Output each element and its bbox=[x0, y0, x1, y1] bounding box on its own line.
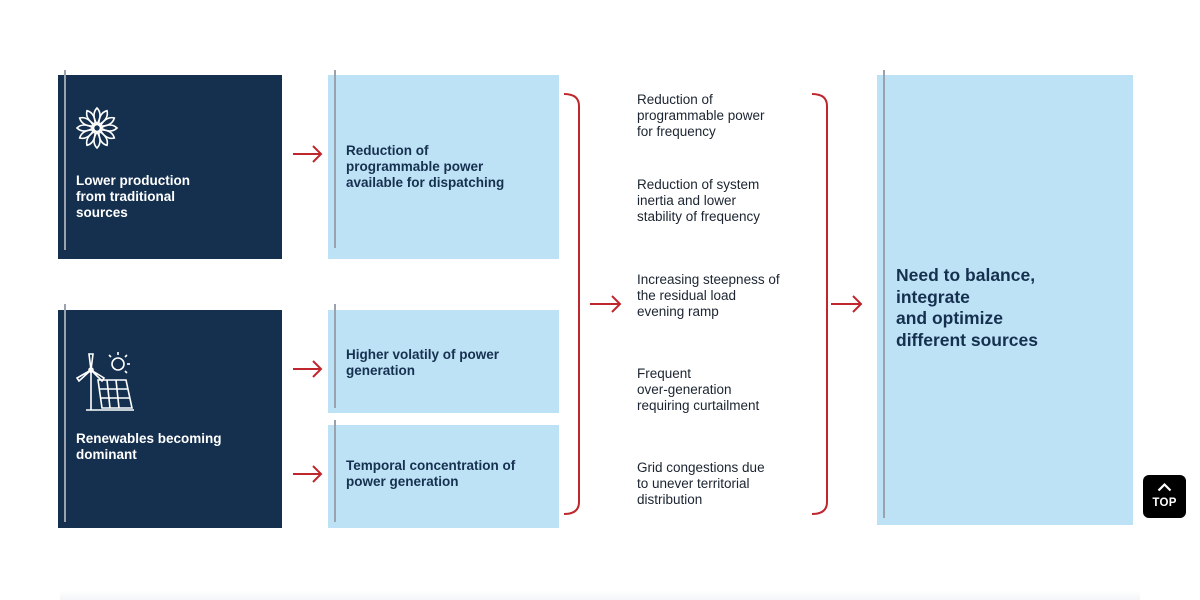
turbine-flower-icon bbox=[75, 106, 119, 150]
source-box-traditional: Lower production from traditional source… bbox=[58, 75, 282, 259]
effect-label: Reduction of programmable power availabl… bbox=[346, 143, 505, 190]
divider-line bbox=[334, 304, 336, 408]
outcome-label: Need to balance, integrate and optimize … bbox=[896, 265, 1038, 350]
consequence-item: Grid congestions due to unever territori… bbox=[637, 460, 765, 507]
back-to-top-label: TOP bbox=[1152, 497, 1177, 509]
outcome-box: Need to balance, integrate and optimize … bbox=[877, 75, 1133, 525]
effect-label: Temporal concentration of power generati… bbox=[346, 458, 516, 489]
consequence-item: Frequent over-generation requiring curta… bbox=[637, 366, 760, 413]
right-brace bbox=[563, 93, 580, 515]
source-box-renewables: Renewables becoming dominant bbox=[58, 310, 282, 528]
divider-line bbox=[334, 420, 336, 522]
divider-line bbox=[64, 70, 66, 250]
chevron-up-icon bbox=[1157, 482, 1172, 492]
source-label-renewables: Renewables becoming dominant bbox=[76, 431, 222, 462]
effect-box-concentration: Temporal concentration of power generati… bbox=[328, 425, 559, 528]
source-label-traditional: Lower production from traditional source… bbox=[76, 173, 190, 220]
arrow-right-icon bbox=[293, 465, 323, 483]
arrow-right-icon bbox=[293, 145, 323, 163]
effect-label: Higher volatily of power generation bbox=[346, 347, 500, 378]
divider-line bbox=[334, 70, 336, 248]
effect-box-programmable: Reduction of programmable power availabl… bbox=[328, 75, 559, 259]
divider-line bbox=[883, 70, 885, 518]
consequence-item: Increasing steepness of the residual loa… bbox=[637, 272, 780, 319]
arrow-right-icon bbox=[831, 295, 863, 313]
consequence-item: Reduction of programmable power for freq… bbox=[637, 92, 765, 139]
right-brace bbox=[811, 93, 828, 515]
wind-solar-icon bbox=[75, 352, 134, 411]
back-to-top-button[interactable]: TOP bbox=[1143, 475, 1186, 518]
page-bottom-edge bbox=[60, 590, 1140, 600]
consequence-item: Reduction of system inertia and lower st… bbox=[637, 177, 761, 224]
arrow-right-icon bbox=[590, 295, 622, 313]
effect-box-volatility: Higher volatily of power generation bbox=[328, 310, 559, 413]
divider-line bbox=[64, 304, 66, 522]
arrow-right-icon bbox=[293, 360, 323, 378]
